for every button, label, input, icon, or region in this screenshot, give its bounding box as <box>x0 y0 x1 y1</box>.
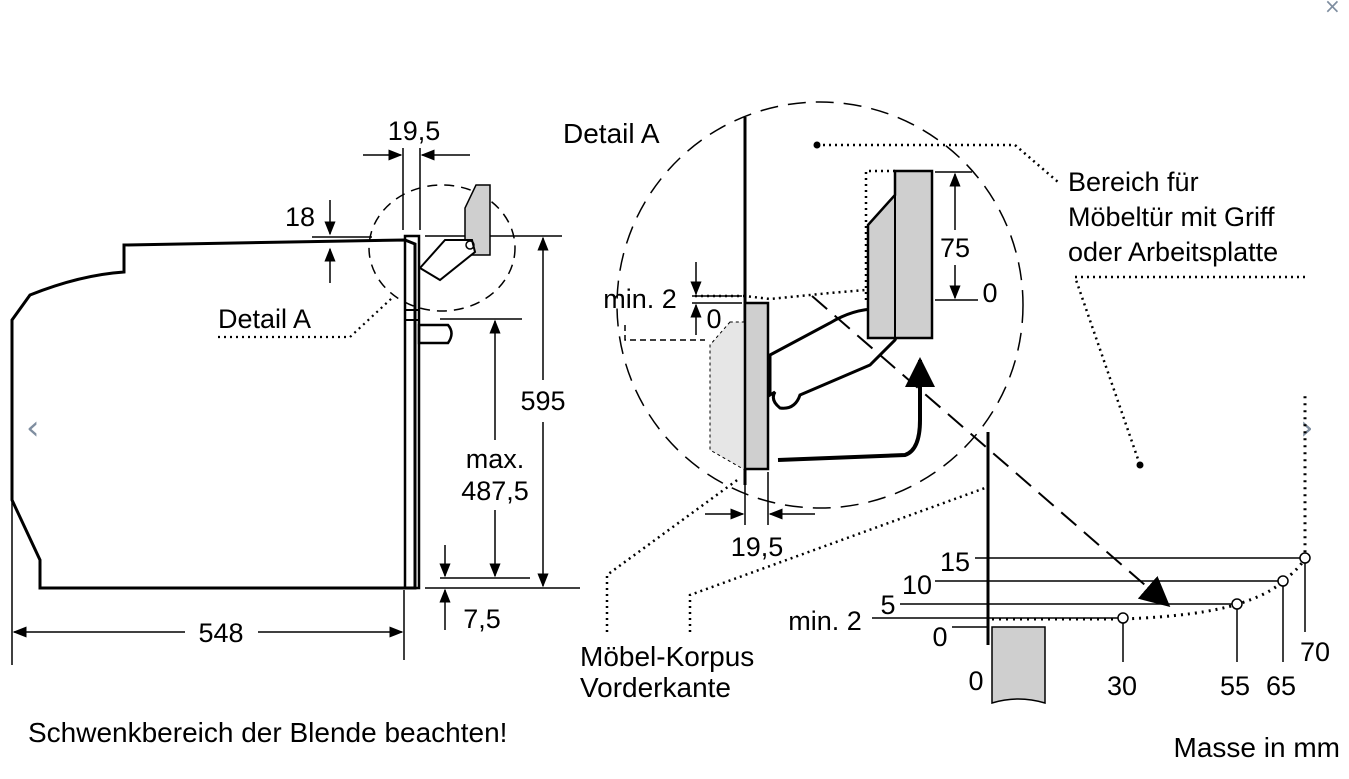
x-label-55: 55 <box>1220 671 1250 701</box>
max-height-value: 487,5 <box>461 476 529 506</box>
swing-motion-arrow <box>777 357 935 462</box>
y-label-15: 15 <box>940 547 970 577</box>
x-label-70: 70 <box>1300 637 1330 667</box>
detail-zero-label: 0 <box>706 304 721 334</box>
detail-panel-thickness-label: 19,5 <box>731 532 784 562</box>
zero-right-label: 0 <box>982 278 997 308</box>
detail-a-title: Detail A <box>563 118 660 149</box>
y-label-10: 10 <box>902 570 932 600</box>
knob <box>417 323 453 345</box>
chart-panel-shape <box>991 626 1046 705</box>
detail-a-circle-large <box>616 101 1024 509</box>
carcass-front-edge-callout: Möbel-Korpus Vorderkante <box>580 476 986 703</box>
area-note-line-3: oder Arbeitsplatte <box>1068 237 1278 267</box>
bottom-offset-label: 7,5 <box>463 604 501 634</box>
detail-a-callout: Detail A <box>218 304 311 334</box>
next-arrow-icon[interactable]: › <box>1300 408 1314 448</box>
units-note: Masse in mm <box>1174 732 1340 763</box>
area-note-line-1: Bereich für <box>1068 167 1199 197</box>
x-label-65: 65 <box>1266 671 1296 701</box>
area-note-line-2: Möbeltür mit Griff <box>1068 202 1275 232</box>
width-label: 548 <box>198 618 243 648</box>
max-height-label: max. <box>466 444 525 474</box>
y-label-0: 0 <box>932 622 947 652</box>
carcass-label-line-1: Möbel-Korpus <box>580 641 754 672</box>
detail-hinge-bracket <box>866 169 934 340</box>
panel-thickness-top-label: 19,5 <box>388 116 441 146</box>
mini-hinge-bracket <box>464 184 491 256</box>
x-label-0: 0 <box>968 666 983 696</box>
detail-a-view: Detail A 75 0 min. 2 0 <box>563 101 1305 607</box>
appliance-side-view: 548 595 max. 487,5 7,5 18 19,5 <box>10 116 580 665</box>
close-icon[interactable]: × <box>1324 0 1341 18</box>
total-height-label: 595 <box>520 386 565 416</box>
x-label-30: 30 <box>1107 671 1137 701</box>
appliance-outline <box>10 238 417 590</box>
detail-min-gap-label: min. 2 <box>603 284 677 314</box>
handle-stub <box>404 309 420 321</box>
detail-a-circle-small <box>368 184 516 312</box>
front-panel <box>403 234 421 590</box>
detail-front-panel <box>743 301 770 471</box>
y-label-5: 5 <box>880 590 895 620</box>
swing-range-chart: 15 10 5 min. 2 0 0 30 55 65 70 <box>788 395 1330 705</box>
previous-arrow-icon[interactable]: ‹ <box>26 408 40 448</box>
carcass-label-line-2: Vorderkante <box>580 672 731 703</box>
swing-warning-text: Schwenkbereich der Blende beachten! <box>28 717 507 748</box>
swing-curve <box>992 395 1307 621</box>
y-label-min2: min. 2 <box>788 606 862 636</box>
top-offset-label: 18 <box>285 202 315 232</box>
height-75-label: 75 <box>940 233 970 263</box>
